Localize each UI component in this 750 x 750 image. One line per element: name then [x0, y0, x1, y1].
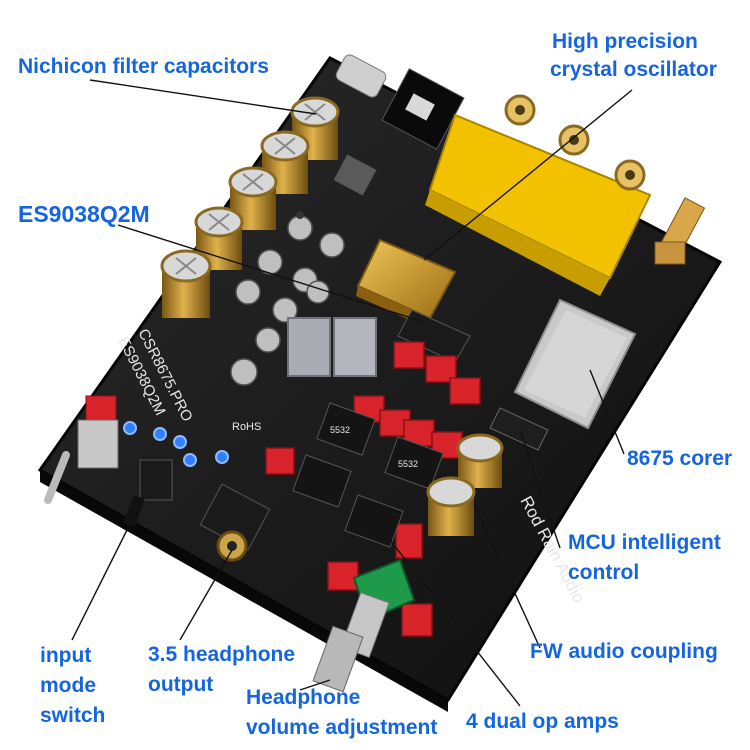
film-capacitors	[287, 317, 377, 377]
callout-volume-line1: Headphone	[246, 686, 361, 709]
callout-input-line3: switch	[40, 704, 106, 727]
callout-input-line1: input	[40, 644, 92, 667]
op-amp-chips: 5532 5532	[292, 402, 444, 548]
red-components	[265, 341, 481, 637]
csr8675-module	[513, 298, 637, 430]
opamp-label: 5532	[398, 459, 418, 469]
callout-op-amps: 4 dual op amps	[466, 710, 619, 733]
rohs-mark: RoHS	[232, 421, 261, 433]
headphone-jack	[199, 483, 271, 562]
callout-lines	[71, 79, 633, 707]
callout-mcu-line2: control	[568, 561, 640, 584]
volume-knob	[312, 558, 416, 693]
antenna-connector	[654, 197, 706, 265]
callout-headphone-line1: 3.5 headphone	[148, 643, 296, 666]
callout-input-line2: mode	[40, 674, 97, 697]
callout-nichicon: Nichicon filter capacitors	[18, 55, 269, 78]
callout-corer: 8675 corer	[627, 447, 733, 470]
input-switch	[44, 395, 173, 528]
callout-oscillator-line2: crystal oscillator	[550, 58, 717, 81]
opamp-label: 5532	[330, 425, 350, 435]
output-capacitors	[426, 433, 504, 536]
callout-headphone-line2: output	[148, 673, 214, 696]
smd-capacitors	[230, 211, 345, 386]
callout-oscillator-line1: High precision	[552, 30, 698, 53]
rca-jacks	[425, 94, 652, 296]
callout-mcu-line1: MCU intelligent	[568, 531, 721, 554]
optical-input	[381, 68, 465, 150]
callout-volume-line2: volume adjustment	[246, 716, 438, 739]
mcu-chip	[489, 407, 549, 451]
nichicon-capacitors	[160, 96, 340, 318]
usb-c-port	[335, 54, 387, 98]
blue-leds	[123, 421, 229, 467]
inductor	[332, 153, 378, 197]
callout-dac-chip: ES9038Q2M	[18, 201, 150, 227]
callout-fw-coupling: FW audio coupling	[530, 640, 718, 663]
